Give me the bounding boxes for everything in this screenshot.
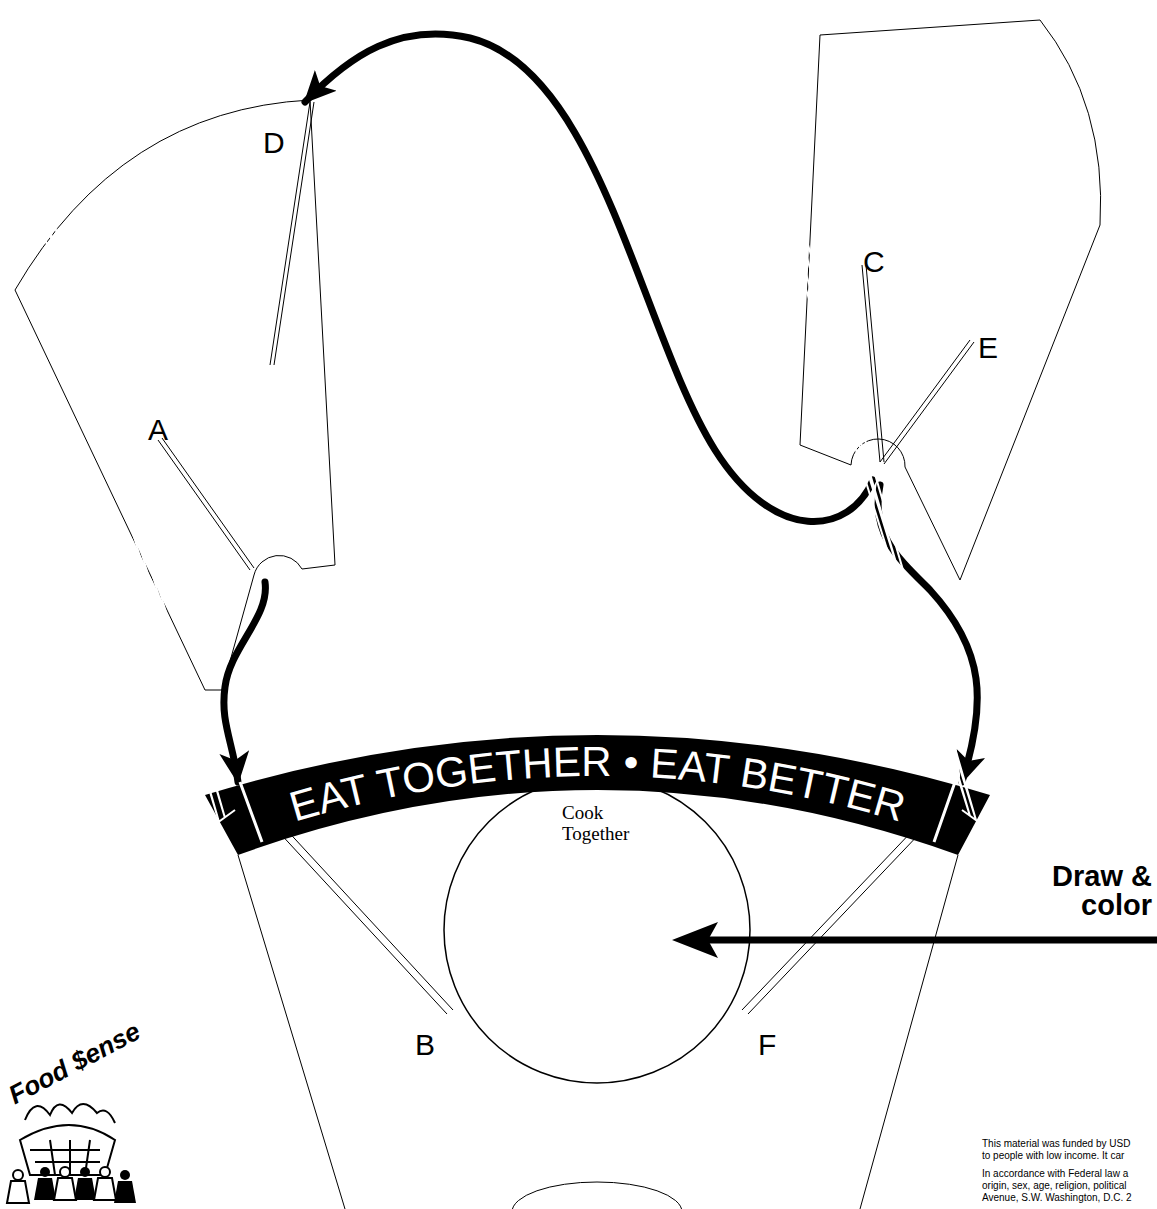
left-panel-outline (10, 90, 340, 700)
slit-letter: F (758, 1030, 776, 1060)
panel-outline (15, 100, 335, 690)
leaf-ornament (17, 138, 984, 826)
connector-arrow (224, 582, 266, 782)
panel-outline (800, 20, 1101, 580)
logo-name: Food $ense (3, 1016, 145, 1111)
connector-arrow (305, 34, 873, 522)
cook-circle: Cook Together (442, 775, 752, 1085)
slit (158, 438, 254, 570)
circle-outline (444, 777, 750, 1083)
footer-note: to people with low income. It car (982, 1150, 1124, 1162)
instruction-label: Draw & color (1030, 862, 1152, 920)
left-panel: DA (10, 90, 340, 700)
pointer-arrowhead (672, 922, 718, 958)
footer-note: This material was funded by USD (982, 1138, 1130, 1150)
pointer-arrow (700, 937, 1157, 944)
body-edge (238, 855, 345, 1209)
right-panel-outline (795, 15, 1110, 590)
circle-caption: Cook Together (562, 803, 662, 845)
body-edge (860, 855, 958, 1209)
slit-letter: D (263, 128, 285, 158)
slit-letter: A (148, 415, 168, 445)
slit (862, 265, 884, 462)
slit-letter: B (415, 1030, 435, 1060)
slit (880, 340, 974, 464)
logo-art (7, 1104, 136, 1203)
footer-note: origin, sex, age, religion, political (982, 1180, 1127, 1192)
slit-letter: E (978, 333, 998, 363)
right-panel: CE (795, 15, 1110, 590)
footer-note: In accordance with Federal law a (982, 1168, 1128, 1180)
connector-arrow (878, 485, 977, 782)
band-shape (205, 735, 990, 855)
slit-letter: C (863, 247, 885, 277)
bottom-oval (512, 1182, 682, 1209)
footer-note: Avenue, S.W. Washington, D.C. 2 (982, 1192, 1132, 1204)
